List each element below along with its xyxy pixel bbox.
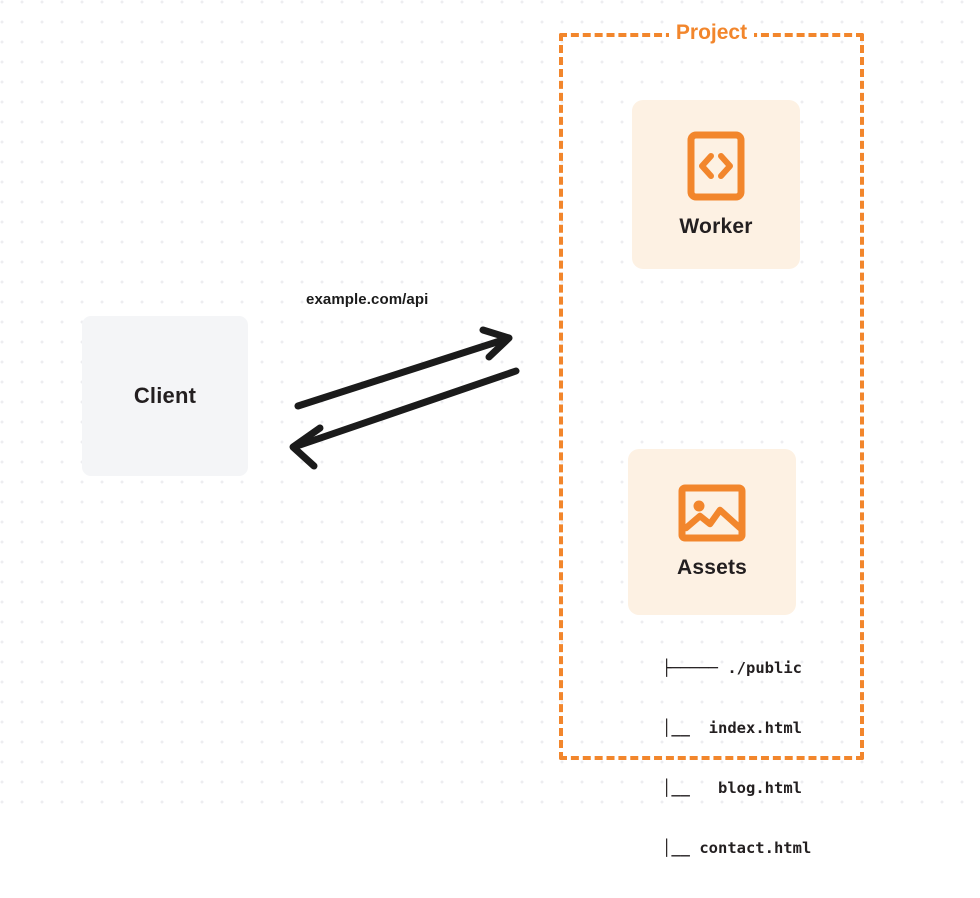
arrow-left-icon [289, 367, 520, 470]
file-tree-line-index: │__ index.html [606, 719, 802, 737]
assets-label: Assets [676, 556, 748, 579]
client-label: Client [133, 383, 197, 408]
project-title: Project [559, 20, 864, 46]
asset-file-tree: ├───── ./public │__ index.html │__ blog.… [606, 618, 812, 898]
arrow-right-icon [294, 326, 513, 410]
project-title-text: Project [668, 20, 755, 46]
file-tree-line-root: ├───── ./public [662, 659, 802, 677]
client-node: Client [82, 316, 248, 476]
connection-label: example.com/api [306, 291, 429, 308]
worker-label: Worker [679, 214, 753, 238]
file-tree-line-blog: │__ blog.html [606, 779, 802, 797]
file-tree-line-contact: │__ contact.html [606, 839, 812, 857]
assets-node: Assets [628, 449, 796, 615]
image-photo-icon [678, 484, 746, 542]
worker-node: Worker [632, 100, 800, 269]
architecture-diagram: Client example.com/api Project Worker [0, 0, 980, 857]
code-brackets-icon [687, 131, 745, 200]
